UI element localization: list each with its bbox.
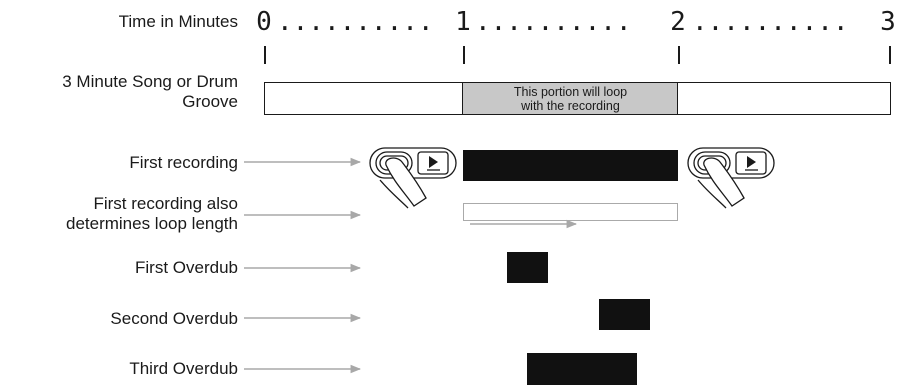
first-overdub-bar [507, 252, 548, 283]
tick-3 [889, 46, 891, 64]
play-button-icon [417, 151, 449, 175]
song-label-line1: 3 Minute Song or Drum [62, 72, 238, 91]
row-label-first-overdub: First Overdub [135, 258, 238, 277]
tick-1 [463, 46, 465, 64]
time-mark-2: 2 [670, 7, 686, 37]
song-row-label: 3 Minute Song or Drum Groove [62, 72, 238, 112]
time-scale: 0 .......... 1 .......... 2 .......... 3 [0, 2, 902, 42]
time-dots-1-2: .......... [475, 7, 632, 37]
row-label-third-overdub: Third Overdub [129, 359, 238, 378]
pressing-finger-icon [697, 157, 745, 209]
time-mark-3: 3 [880, 7, 896, 37]
song-label-line2: Groove [182, 92, 238, 111]
time-axis-label: Time in Minutes [118, 12, 238, 31]
first-recording-bar [463, 150, 678, 181]
play-button-icon [735, 151, 767, 175]
row-label-second-overdub: Second Overdub [110, 309, 238, 328]
time-dots-2-3: .......... [692, 7, 849, 37]
loop-length-line2: determines loop length [65, 214, 238, 233]
loop-text-line1: This portion will loop [513, 84, 628, 99]
song-segment-start [264, 82, 464, 115]
pressing-finger-icon [379, 157, 427, 209]
time-mark-0: 0 [256, 7, 272, 37]
time-dots-0-1: .......... [277, 7, 434, 37]
row-label-first-recording: First recording [129, 153, 238, 172]
loop-length-line1: First recording also [93, 194, 238, 213]
tick-2 [678, 46, 680, 64]
third-overdub-bar [527, 353, 637, 385]
row-label-loop-length: First recording also determines loop len… [66, 194, 238, 234]
song-loop-segment: This portion will loop with the recordin… [462, 82, 679, 115]
loop-text-line2: with the recording [521, 98, 620, 113]
second-overdub-bar [599, 299, 650, 330]
time-mark-1: 1 [455, 7, 471, 37]
song-segment-end [677, 82, 891, 115]
tick-0 [264, 46, 266, 64]
